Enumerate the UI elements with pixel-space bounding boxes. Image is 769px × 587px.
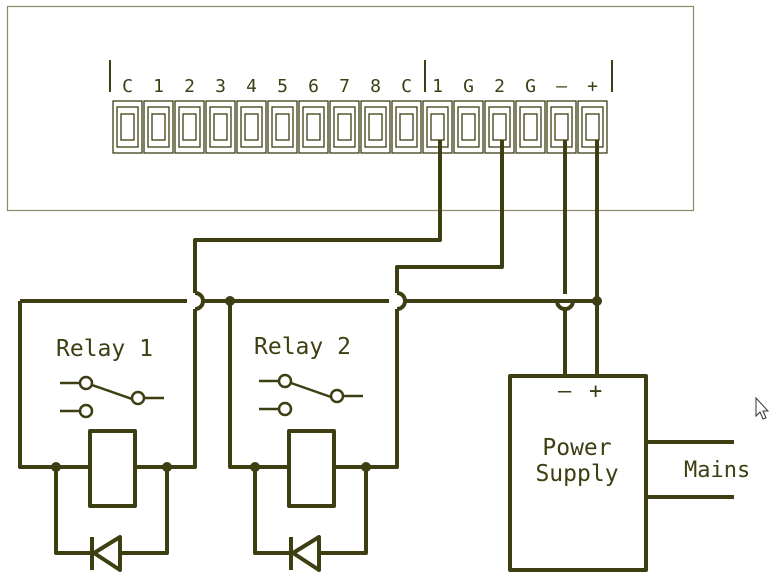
terminal-block [112,100,608,154]
relay1-diode-loop [54,467,92,555]
screw-terminal [546,100,577,154]
screw-terminal [453,100,484,154]
wire-relay2-signal [395,140,504,293]
junction-dot [592,296,602,306]
wire-relay2-left [228,301,255,469]
screw-terminal [329,100,360,154]
terminal-label: C [122,76,133,97]
terminal-label: 7 [339,76,350,97]
screw-terminal [112,100,143,154]
screw-terminal [360,100,391,154]
screw-terminal [422,100,453,154]
screw-terminal [143,100,174,154]
terminal-label: 2 [494,76,505,97]
terminal-label: 6 [308,76,319,97]
terminal-label: 5 [277,76,288,97]
screw-terminal [391,100,422,154]
wire-relay1-crossover [194,291,205,311]
power-supply-box [508,374,648,572]
relay1-diode-loop-right [120,467,169,555]
flyback-diode-icon [289,535,321,572]
power-supply-label-line2: Supply [535,461,618,487]
relay-2-label: Relay 2 [254,334,351,360]
wire-relay1-signal [193,140,442,293]
terminal-label: 4 [246,76,257,97]
screw-terminal [205,100,236,154]
screw-terminal [298,100,329,154]
power-supply-label-line1: Power [542,435,611,461]
terminal-label: G [525,76,536,97]
screw-terminal [577,100,608,154]
relay2-diode-loop [253,467,291,555]
terminal-label: C [401,76,412,97]
terminal-label: 8 [370,76,381,97]
power-supply-plus-label: + [589,379,602,404]
mouse-cursor-icon [755,396,769,420]
normally-open-switch-icon [60,375,164,419]
junction-dot [225,296,235,306]
screw-terminal [236,100,267,154]
terminal-label: 2 [184,76,195,97]
screw-terminal [515,100,546,154]
screw-terminal [484,100,515,154]
terminal-label: 3 [215,76,226,97]
relay-coil-icon [88,429,137,508]
relay2-diode-loop-right [319,467,368,555]
mains-label: Mains [684,458,750,483]
screw-terminal [174,100,205,154]
wire-relay1-left [18,301,56,469]
wire-relay2-to-coil [366,309,399,469]
flyback-diode-icon [90,535,122,572]
relay-coil-icon [287,429,336,508]
terminal-label: 1 [432,76,443,97]
wire-relay2-crossover [396,291,407,311]
terminal-label: G [463,76,474,97]
screw-terminal [267,100,298,154]
terminal-label: 1 [153,76,164,97]
terminal-label: + [587,76,598,97]
wire-relay1-to-coil [167,309,197,469]
power-supply-minus-label: – [558,379,572,404]
relay-1-label: Relay 1 [56,336,153,362]
terminal-label: – [556,76,567,97]
normally-open-switch-icon [259,373,363,417]
